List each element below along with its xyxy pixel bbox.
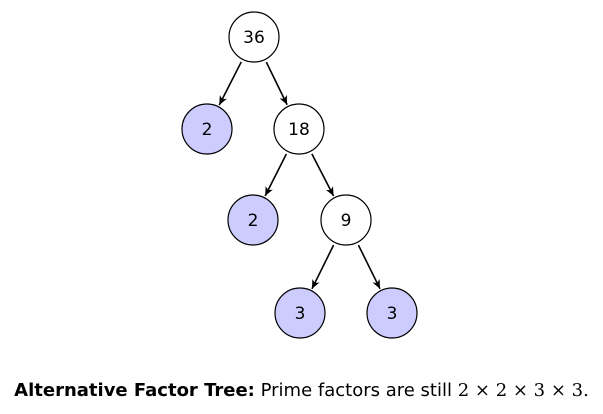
tree-edges — [218, 61, 381, 290]
edge-n9-to-n3a — [311, 244, 335, 290]
edge-n18-to-n2b — [264, 153, 288, 197]
edge-n36-to-n2a — [218, 61, 242, 106]
node-circle-prime — [227, 194, 279, 246]
tree-node-n36: 36 — [228, 11, 280, 63]
node-circle-prime — [274, 287, 326, 339]
caption-label: Alternative Factor Tree: — [14, 380, 255, 401]
node-circle-prime — [181, 103, 233, 155]
tree-node-n2a: 2 — [181, 103, 233, 155]
edge-n36-to-n18 — [265, 61, 288, 106]
caption-expression: 2 × 2 × 3 × 3. — [457, 380, 589, 401]
node-circle-composite — [228, 11, 280, 63]
caption-text: Prime factors are still — [260, 380, 452, 401]
tree-nodes: 36 2 18 2 9 3 3 — [181, 11, 418, 339]
tree-node-n9: 9 — [320, 194, 372, 246]
node-label: 9 — [341, 211, 352, 231]
tree-node-n3a: 3 — [274, 287, 326, 339]
tree-node-n18: 18 — [273, 103, 325, 155]
node-label: 18 — [288, 120, 310, 140]
node-label: 3 — [295, 304, 306, 324]
figure-caption: Alternative Factor Tree: Prime factors a… — [0, 380, 603, 401]
node-label: 36 — [243, 28, 265, 48]
node-circle-composite — [273, 103, 325, 155]
edge-n9-to-n3b — [357, 244, 381, 290]
tree-node-n3b: 3 — [366, 287, 418, 339]
node-label: 2 — [202, 120, 213, 140]
node-label: 3 — [387, 304, 398, 324]
node-circle-composite — [320, 194, 372, 246]
node-circle-prime — [366, 287, 418, 339]
node-label: 2 — [248, 211, 259, 231]
edge-n18-to-n9 — [311, 153, 335, 197]
tree-node-n2b: 2 — [227, 194, 279, 246]
